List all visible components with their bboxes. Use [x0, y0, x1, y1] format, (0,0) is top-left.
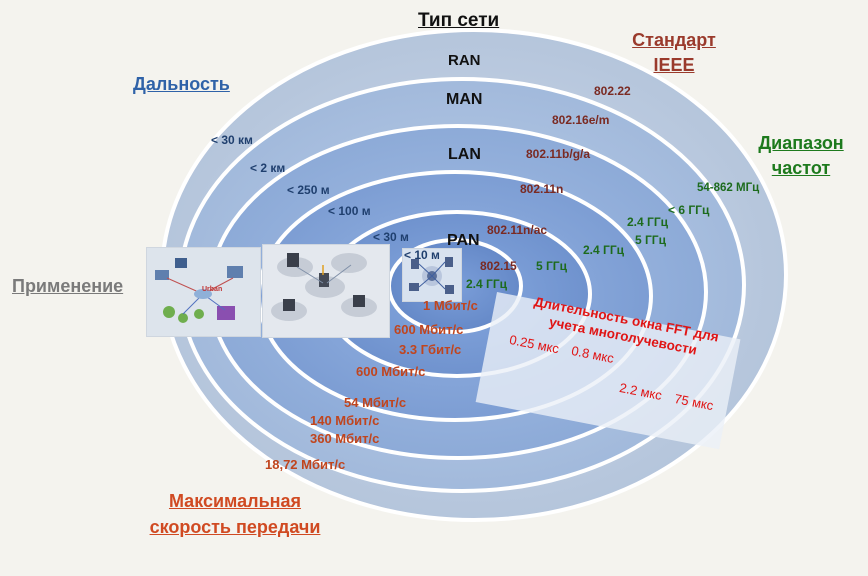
speed-ran: 18,72 Мбит/с	[265, 457, 346, 472]
category-range: Дальность	[133, 74, 230, 94]
speed-center: 1 Мбит/с	[423, 298, 478, 313]
range-pan: < 10 м	[404, 248, 440, 262]
range-30m: < 30 м	[373, 230, 409, 244]
standard-man: 802.16e/m	[552, 113, 610, 127]
speed-30m-2: 3.3 Гбит/с	[399, 342, 462, 357]
speed-man-2: 360 Мбит/с	[310, 431, 380, 446]
speed-lan: 54 Мбит/с	[344, 395, 407, 410]
standard-100m: 802.11n	[520, 182, 564, 196]
standard-ran: 802.22	[594, 84, 631, 98]
frequency-lan: 2.4 ГГц	[627, 215, 668, 229]
network-man: MAN	[446, 91, 483, 108]
network-pan: PAN	[447, 232, 480, 249]
range-100m: < 100 м	[328, 204, 371, 218]
network-ran: RAN	[448, 52, 481, 69]
speed-man-1: 140 Мбит/с	[310, 413, 380, 428]
lan-network-image	[262, 244, 390, 338]
pan-network-image	[402, 248, 462, 302]
frequency-man: < 6 ГГц	[668, 203, 710, 217]
category-speed: Максимальная скорость передачи	[149, 491, 321, 537]
category-application: Применение	[12, 276, 124, 296]
frequency-30m: 2.4 ГГц	[583, 243, 624, 257]
range-ran: < 30 км	[211, 133, 253, 147]
range-lan: < 250 м	[287, 183, 330, 197]
frequency-center: 2.4 ГГц	[466, 277, 507, 291]
network-lan: LAN	[448, 146, 481, 163]
frequency-100m: 5 ГГц	[635, 233, 666, 247]
speed-30m-1: 600 Мбит/с	[394, 322, 464, 337]
category-frequency: Диапазон частот	[758, 133, 844, 178]
title-network-type: Тип сети	[418, 10, 500, 31]
urban-network-image: Urban	[146, 247, 261, 337]
standard-lan: 802.11b/g/a	[526, 147, 591, 161]
speed-100m: 600 Мбит/с	[356, 364, 426, 379]
urban-label: Urban	[202, 286, 223, 293]
category-standard: Стандарт IEEE	[632, 30, 716, 75]
standard-pan: 802.15	[480, 259, 517, 273]
standard-30m: 802.11n/ac	[487, 223, 548, 237]
range-man: < 2 км	[250, 161, 286, 175]
frequency-ran: 54-862 МГц	[697, 182, 760, 194]
frequency-pan: 5 ГГц	[536, 259, 567, 273]
